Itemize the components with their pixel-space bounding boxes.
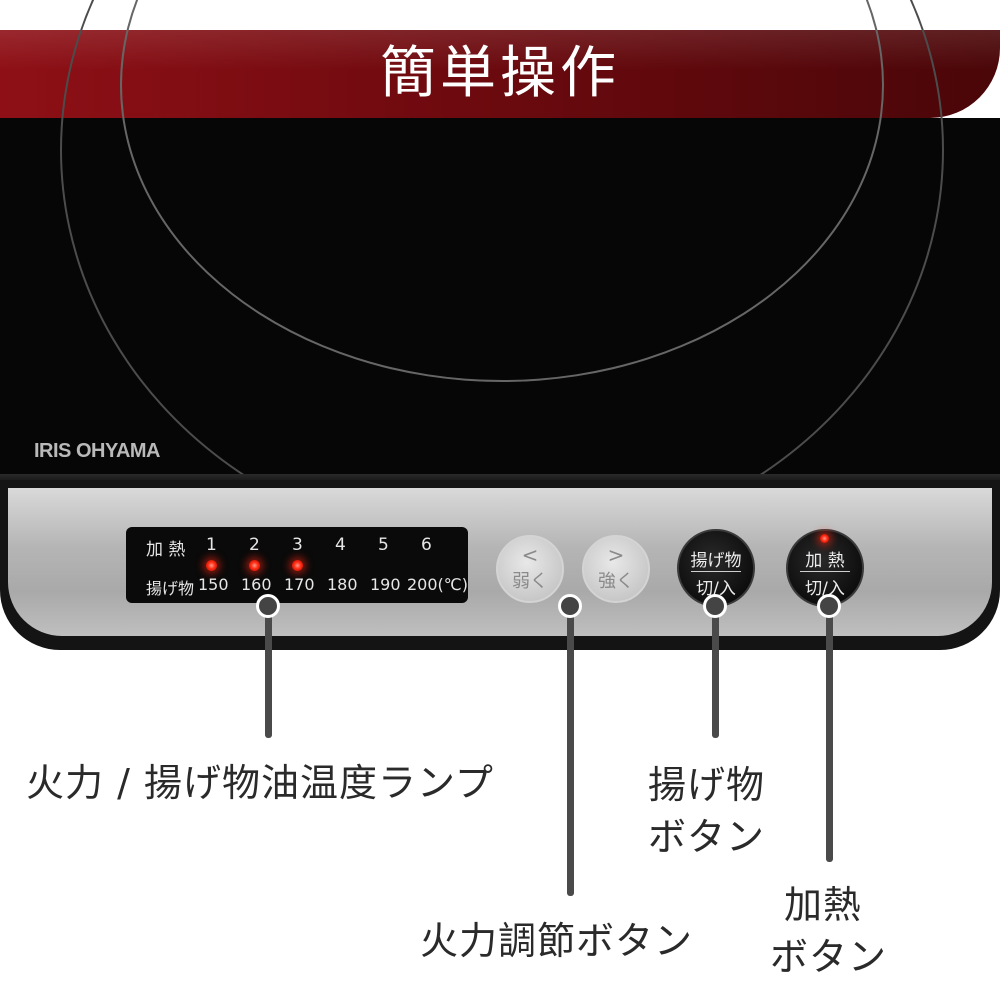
heat-row-label: 加 熱 (146, 540, 186, 560)
heat-indicator-lamp (820, 534, 829, 543)
indicator-display: 加 熱 揚げ物 1 2 3 4 5 6 150 160 170 180 190 … (126, 527, 468, 603)
divider (691, 571, 741, 572)
divider (800, 571, 850, 572)
temp-label: 160 (241, 575, 272, 594)
fry-button-top-label: 揚げ物 (690, 551, 742, 571)
chevron-left-icon: < (521, 543, 539, 567)
fry-callout-label-line2: ボタン (648, 815, 766, 859)
heat-callout-label-line2: ボタン (770, 935, 888, 979)
chevron-right-icon: > (607, 543, 625, 567)
heat-leader-line (826, 606, 833, 862)
fry-callout-dot (703, 594, 727, 618)
power-down-button[interactable]: < 弱く (496, 535, 564, 603)
brand-logo: IRIS OHYAMA (34, 440, 161, 462)
heat-button-top-label: 加 熱 (805, 551, 845, 571)
indicator-lamp (292, 560, 303, 571)
level-label: 6 (421, 535, 432, 555)
power-callout-label: 火力調節ボタン (420, 919, 694, 963)
level-label: 5 (378, 535, 389, 555)
level-label: 1 (206, 535, 217, 555)
power-up-label: 強く (598, 571, 634, 592)
temp-label: 180 (327, 575, 358, 594)
level-label: 4 (335, 535, 346, 555)
heat-callout-label-line1: 加熱 (784, 883, 863, 927)
heat-callout-dot (817, 594, 841, 618)
indicator-lamp (249, 560, 260, 571)
heat-button-bottom-label: 切/入 (805, 579, 845, 599)
temp-label: 170 (284, 575, 315, 594)
temp-label: 200(℃) (407, 575, 468, 594)
temp-label: 190 (370, 575, 401, 594)
fry-button-bottom-label: 切/入 (696, 579, 736, 599)
power-down-label: 弱く (512, 571, 548, 592)
lamp-callout-label: 火力 / 揚げ物油温度ランプ (26, 761, 494, 805)
fry-row-label: 揚げ物 (146, 579, 195, 598)
fry-callout-label-line1: 揚げ物 (648, 763, 766, 807)
power-callout-dot (558, 594, 582, 618)
cooktop-glass: IRIS OHYAMA (0, 0, 1000, 552)
power-up-button[interactable]: > 強く (582, 535, 650, 603)
power-leader-line (567, 606, 574, 896)
level-label: 2 (249, 535, 260, 555)
fry-leader-line (712, 606, 719, 738)
temp-label: 150 (198, 575, 229, 594)
lamp-callout-dot (256, 594, 280, 618)
indicator-lamp (206, 560, 217, 571)
lamp-leader-line (265, 606, 272, 738)
level-label: 3 (292, 535, 303, 555)
